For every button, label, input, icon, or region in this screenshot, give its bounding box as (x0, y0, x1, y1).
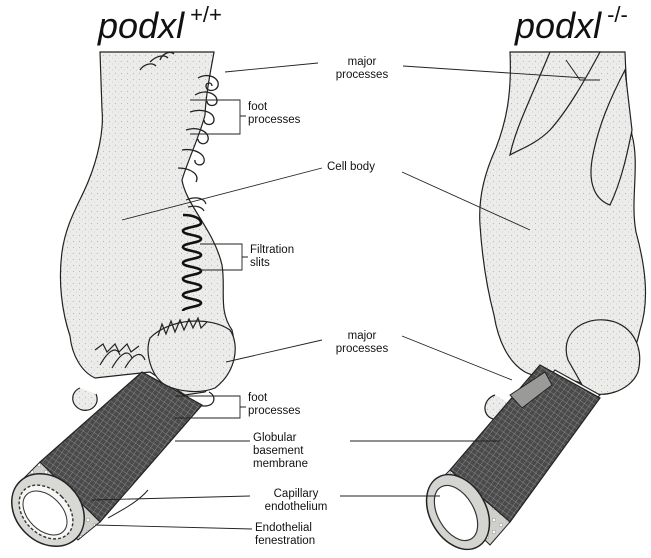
label-endothelial-fenestration: Endothelial fenestration (255, 522, 315, 548)
title-knockout-gene: podxl (515, 5, 601, 46)
label-capillary-endothelium: Capillary endothelium (250, 488, 342, 514)
label-gbm-line1: Globular (253, 432, 308, 445)
title-knockout: podxl-/- (515, 8, 628, 44)
label-major-processes-bottom-line2: processes (320, 343, 404, 356)
label-foot-processes-top-line2: processes (248, 114, 300, 127)
label-cell-body: Cell body (327, 161, 375, 174)
label-foot-processes-top-line1: foot (248, 101, 300, 114)
label-major-processes-top: major processes (320, 56, 404, 82)
label-capillary-endothelium-line2: endothelium (250, 501, 342, 514)
title-wildtype-genotype: +/+ (190, 2, 222, 27)
wildtype-lower-lobe (148, 321, 235, 392)
label-gbm-line2: basement (253, 445, 308, 458)
label-capillary-endothelium-line1: Capillary (250, 488, 342, 501)
label-gbm-line3: membrane (253, 458, 308, 471)
label-filtration-slits-line2: slits (250, 257, 294, 270)
label-filtration-slits-line1: Filtration (250, 244, 294, 257)
label-foot-processes-bottom: foot processes (248, 392, 300, 418)
label-major-processes-bottom: major processes (320, 330, 404, 356)
knockout-podocyte (414, 52, 646, 553)
title-wildtype-gene: podxl (98, 5, 184, 46)
label-major-processes-bottom-line1: major (320, 330, 404, 343)
label-foot-processes-top: foot processes (248, 101, 300, 127)
label-filtration-slits: Filtration slits (250, 244, 294, 270)
title-wildtype: podxl+/+ (98, 8, 222, 44)
label-endothelial-fenestration-line1: Endothelial (255, 522, 315, 535)
label-foot-processes-bottom-line1: foot (248, 392, 300, 405)
label-major-processes-top-line1: major (320, 56, 404, 69)
label-globular-basement-membrane: Globular basement membrane (253, 432, 308, 471)
label-endothelial-fenestration-line2: fenestration (255, 535, 315, 548)
label-major-processes-top-line2: processes (320, 69, 404, 82)
label-foot-processes-bottom-line2: processes (248, 405, 300, 418)
wildtype-podocyte (0, 52, 235, 553)
title-knockout-genotype: -/- (607, 2, 628, 27)
